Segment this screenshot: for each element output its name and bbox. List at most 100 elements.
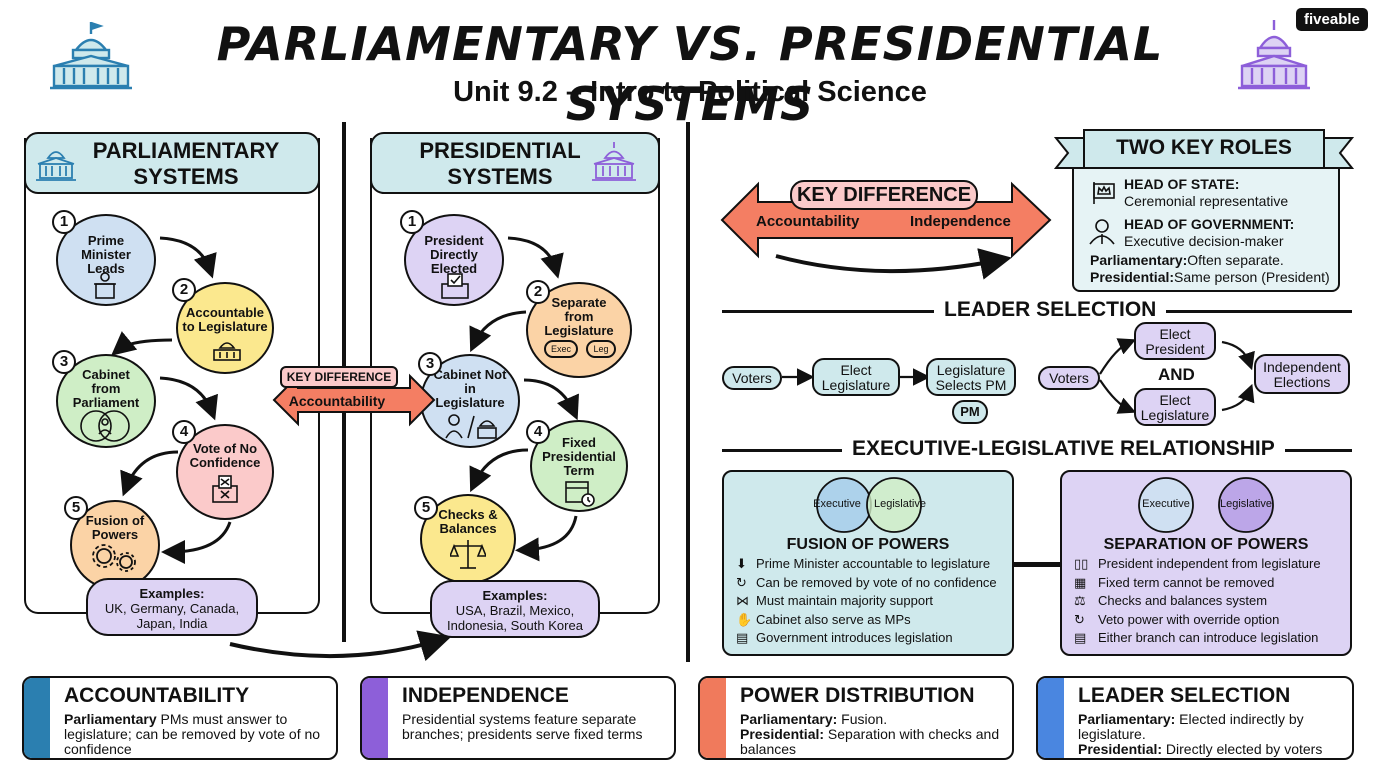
podium-icon xyxy=(94,272,116,299)
key-difference-right: Independence xyxy=(910,213,1011,230)
card-color-bar xyxy=(700,678,726,758)
calendar-icon: ▦ xyxy=(1074,574,1087,590)
separation-box xyxy=(1060,470,1352,656)
pres-step-2: Separate from Legislature xyxy=(526,282,632,378)
fusion-item: ▤Government introduces legislation xyxy=(736,629,1012,648)
card-color-bar xyxy=(1038,678,1064,758)
separation-executive-label: Executive xyxy=(1142,498,1190,510)
card-title: POWER DISTRIBUTION xyxy=(740,684,975,707)
middle-key-difference-label: KEY DIFFERENCE xyxy=(280,366,398,388)
separation-title: SEPARATION OF POWERS xyxy=(1103,536,1309,553)
fusion-list: ⬇Prime Minister accountable to legislatu… xyxy=(736,555,1012,648)
separation-circles xyxy=(1138,477,1274,533)
and-label: AND xyxy=(1158,365,1195,384)
presidential-header: PRESIDENTIAL SYSTEMS xyxy=(370,132,660,194)
fusion-item: ✋Cabinet also serve as MPs xyxy=(736,611,1012,630)
brand-logo: fiveable xyxy=(1296,8,1368,31)
parl-step-5-number: 5 xyxy=(64,496,88,520)
ballot-box-icon xyxy=(441,273,469,299)
head-of-government-desc: Executive decision-maker xyxy=(1124,233,1284,249)
exec-tag: Exec xyxy=(544,340,578,358)
head-of-government-label: HEAD OF GOVERNMENT: xyxy=(1124,216,1295,232)
pres-step-4: Fixed Presidential Term xyxy=(530,420,628,512)
document-icon: ▤ xyxy=(1074,630,1087,645)
parliamentary-header: PARLIAMENTARY SYSTEMS xyxy=(24,132,320,194)
key-difference-left: Accountability xyxy=(756,213,860,230)
fusion-item: ⋈Must maintain majority support xyxy=(736,592,1012,611)
pres-step-4-number: 4 xyxy=(526,420,550,444)
card-text: Parliamentary: Elected indirectly by leg… xyxy=(1078,711,1323,757)
card-title: LEADER SELECTION xyxy=(1078,684,1291,707)
card-color-bar xyxy=(362,678,388,758)
cabinet-separate-icon xyxy=(445,414,497,439)
network-icon: ⋈ xyxy=(736,593,749,608)
official-person-icon xyxy=(1089,219,1115,245)
refresh-icon: ↻ xyxy=(1074,611,1085,627)
divider-right xyxy=(686,122,690,662)
cabinet-venn-icon xyxy=(80,410,130,442)
split-icon: ▯▯ xyxy=(1074,556,1089,571)
head-of-state-desc: Ceremonial representative xyxy=(1124,193,1289,209)
two-key-roles-box xyxy=(1072,158,1340,292)
card-title: INDEPENDENCE xyxy=(402,684,569,707)
leader-selection-arrows xyxy=(782,338,1255,414)
fusion-executive-label: Executive xyxy=(813,498,861,510)
fusion-item: ⬇Prime Minister accountable to legislatu… xyxy=(736,555,1012,574)
scales-icon xyxy=(450,540,486,569)
presidential-title-line2: SYSTEMS xyxy=(447,164,553,189)
pres-voters-node: Voters xyxy=(1038,366,1100,390)
calendar-icon xyxy=(565,481,595,507)
handshake-icon: ✋ xyxy=(736,611,753,627)
leader-selection-title: LEADER SELECTION xyxy=(934,298,1167,322)
card-accountability: ACCOUNTABILITY Parliamentary PMs must an… xyxy=(22,676,338,760)
pres-step-1-number: 1 xyxy=(400,210,424,234)
parl-elect-legislature-node: Elect Legislature xyxy=(812,358,900,396)
key-difference-label: KEY DIFFERENCE xyxy=(790,180,978,210)
fusion-venn xyxy=(816,477,922,533)
pres-step-3-number: 3 xyxy=(418,352,442,376)
parliamentary-title-line1: PARLIAMENTARY xyxy=(92,138,280,163)
relationship-connector xyxy=(1014,562,1060,567)
head-of-state-label: HEAD OF STATE: xyxy=(1124,176,1240,192)
gears-icon xyxy=(92,544,136,572)
separation-item: ↻Veto power with override option xyxy=(1074,611,1350,630)
ribbon-banner xyxy=(1054,129,1354,169)
legislature-icon xyxy=(213,342,241,361)
independent-elections-node: Independent Elections xyxy=(1254,354,1350,394)
parliamentary-examples: Examples: UK, Germany, Canada, Japan, In… xyxy=(86,578,258,636)
capitol-icon xyxy=(36,151,76,181)
separation-item: ▦Fixed term cannot be removed xyxy=(1074,574,1350,593)
card-text: Parliamentary PMs must answer to legisla… xyxy=(64,711,321,757)
presidential-title-line1: PRESIDENTIAL xyxy=(419,138,581,163)
two-key-roles-title: TWO KEY ROLES xyxy=(1116,136,1292,159)
parl-voters-node: Voters xyxy=(722,366,782,390)
parliamentary-title-line2: SYSTEMS xyxy=(133,164,239,189)
page-title: PARLIAMENTARY VS. PRESIDENTIAL SYSTEMS xyxy=(216,17,1164,131)
card-title: ACCOUNTABILITY xyxy=(64,684,250,707)
pres-step-5-number: 5 xyxy=(414,496,438,520)
flow-arrows xyxy=(111,236,579,662)
pm-node: PM xyxy=(952,400,988,424)
middle-arrow-text: Accountability xyxy=(288,393,386,409)
parl-step-2-number: 2 xyxy=(172,278,196,302)
pres-step-1: President Directly Elected xyxy=(404,214,504,306)
capitol-icon-left xyxy=(50,21,132,90)
roles-presidential-line: Presidential:Same person (President) xyxy=(1090,269,1330,285)
card-power-distribution: POWER DISTRIBUTION Parliamentary: Fusion… xyxy=(698,676,1014,760)
parl-step-1-number: 1 xyxy=(52,210,76,234)
fusion-title: FUSION OF POWERS xyxy=(786,536,950,553)
card-text: Presidential systems feature separate br… xyxy=(402,711,643,742)
capitol-icon xyxy=(592,142,636,181)
capitol-icon-right xyxy=(1238,20,1310,90)
separation-item: ⚖Checks and balances system xyxy=(1074,592,1350,611)
refresh-icon: ↻ xyxy=(736,574,747,590)
relationship-title: EXECUTIVE-LEGISLATIVE RELATIONSHIP xyxy=(842,437,1285,461)
parl-step-4-number: 4 xyxy=(172,420,196,444)
elect-president-node: Elect President xyxy=(1134,322,1216,360)
ballot-icon xyxy=(212,475,238,503)
scales-icon: ⚖ xyxy=(1074,593,1086,608)
card-color-bar xyxy=(24,678,50,758)
card-independence: INDEPENDENCE Presidential systems featur… xyxy=(360,676,676,760)
crown-icon xyxy=(1093,182,1115,204)
separation-item: ▤Either branch can introduce legislation xyxy=(1074,629,1350,648)
